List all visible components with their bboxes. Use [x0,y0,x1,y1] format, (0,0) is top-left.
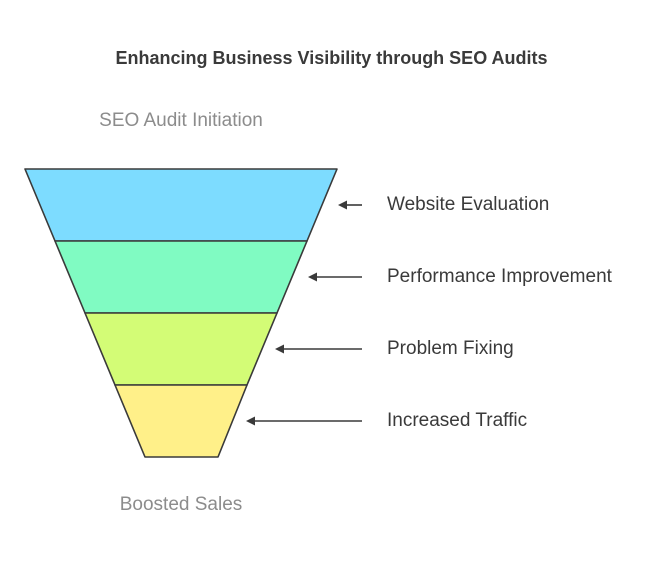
funnel-stage-4 [114,384,248,458]
arrow-stage-2 [308,272,362,282]
arrow-stage-4 [246,416,362,426]
stage-label-increased-traffic: Increased Traffic [387,410,528,431]
arrow-stage-1 [338,200,362,210]
funnel-stage-1 [24,168,338,242]
funnel-stage-3 [84,312,278,386]
stage-label-website-evaluation: Website Evaluation [387,194,550,215]
funnel-top-label: SEO Audit Initiation [99,110,263,131]
funnel-bottom-label: Boosted Sales [119,494,243,515]
funnel-stage-2 [54,240,308,314]
diagram-title: Enhancing Business Visibility through SE… [115,48,548,68]
arrow-stage-3 [275,344,362,354]
stage-label-problem-fixing: Problem Fixing [387,338,514,359]
stage-label-performance-improvement: Performance Improvement [387,266,612,287]
